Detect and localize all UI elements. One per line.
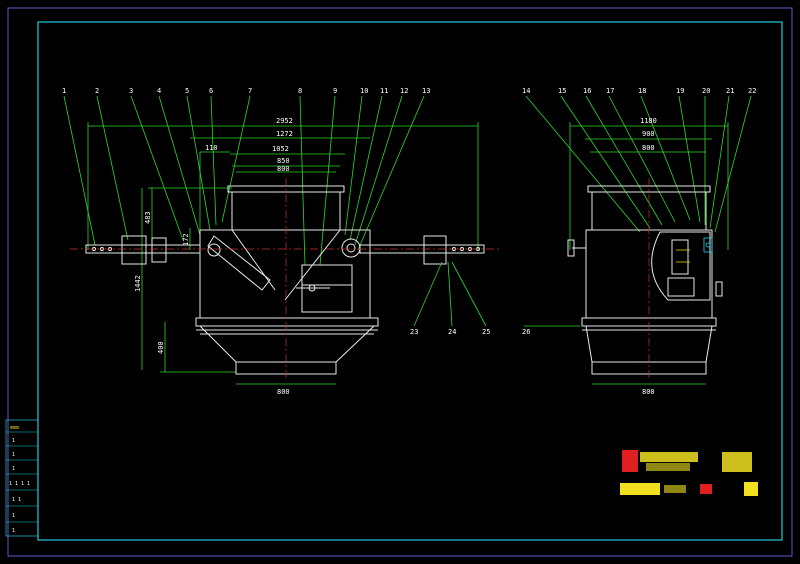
dim-1180: 1180 <box>640 117 657 125</box>
balloon-labels-right: 14 15 16 17 18 19 20 21 22 <box>522 87 756 95</box>
rev-cell-7: 1 <box>12 528 15 534</box>
balloon-21: 21 <box>726 87 734 95</box>
balloon-14: 14 <box>522 87 530 95</box>
balloon-2: 2 <box>95 87 99 95</box>
dim-483: 483 <box>144 211 152 224</box>
balloon-10: 10 <box>360 87 368 95</box>
balloon-17: 17 <box>606 87 614 95</box>
balloon-22: 22 <box>748 87 756 95</box>
balloon-12: 12 <box>400 87 408 95</box>
dim-1272: 1272 <box>276 130 293 138</box>
front-horizontal-dimensions <box>87 122 479 385</box>
rev-cell-6: 1 <box>12 513 15 519</box>
balloon-24: 24 <box>448 328 456 336</box>
balloon-19: 19 <box>676 87 684 95</box>
leader-lines-side <box>525 95 752 233</box>
dim-800-top: 800 <box>277 165 290 173</box>
balloon-20: 20 <box>702 87 710 95</box>
balloon-6: 6 <box>209 87 213 95</box>
balloon-18: 18 <box>638 87 646 95</box>
side-dimensions <box>569 122 729 385</box>
revision-table: mmm 1 1 1 1 1 1 1 1 1 1 1 <box>5 419 39 537</box>
centerlines-front <box>70 178 500 380</box>
side-view: 14 15 16 17 18 19 20 21 22 <box>522 87 756 396</box>
balloon-5: 5 <box>185 87 189 95</box>
balloon-26: 26 <box>522 328 530 336</box>
balloon-9: 9 <box>333 87 337 95</box>
balloon-7: 7 <box>248 87 252 95</box>
dim-900: 900 <box>642 130 655 138</box>
counterweight-arm-right <box>359 235 485 265</box>
balloon-1: 1 <box>62 87 66 95</box>
dim-2952: 2952 <box>276 117 293 125</box>
drawing-border <box>37 21 783 541</box>
dim-800-side-bottom: 800 <box>642 388 655 396</box>
balloon-11: 11 <box>380 87 388 95</box>
dim-800-side-top: 800 <box>642 144 655 152</box>
dim-850: 850 <box>277 157 290 165</box>
balloon-4: 4 <box>157 87 161 95</box>
side-detail-yellow <box>676 249 690 263</box>
leader-lines-bottom <box>413 261 580 327</box>
front-vertical-dimensions <box>141 187 236 373</box>
dim-172: 172 <box>182 233 190 246</box>
balloon-25: 25 <box>482 328 490 336</box>
dim-1442: 1442 <box>134 275 142 292</box>
balloon-labels-left: 1 2 3 4 5 6 7 8 9 10 11 12 13 <box>62 87 430 95</box>
rev-cell-4: 1 1 1 1 <box>9 481 30 487</box>
dim-110: 110 <box>205 144 218 152</box>
rev-cell-2: 1 <box>12 452 15 458</box>
front-view: 1 2 3 4 5 6 7 8 9 10 11 12 13 <box>62 87 580 396</box>
dim-800-bottom: 800 <box>277 388 290 396</box>
outer-frame <box>7 7 793 557</box>
balloon-13: 13 <box>422 87 430 95</box>
side-detail-cyan <box>703 237 713 253</box>
balloon-16: 16 <box>583 87 591 95</box>
dim-1052: 1052 <box>272 145 289 153</box>
balloon-8: 8 <box>298 87 302 95</box>
dim-400: 400 <box>157 341 165 354</box>
balloon-15: 15 <box>558 87 566 95</box>
rev-cell-0: mmm <box>10 425 19 431</box>
rev-cell-1: 1 <box>12 438 15 444</box>
rev-cell-3: 1 <box>12 466 15 472</box>
hopper-body-front <box>195 185 379 375</box>
title-block <box>620 450 758 496</box>
balloon-3: 3 <box>129 87 133 95</box>
balloon-23: 23 <box>410 328 418 336</box>
leader-lines-front <box>63 95 425 266</box>
rev-cell-5: 1 1 <box>12 497 21 503</box>
